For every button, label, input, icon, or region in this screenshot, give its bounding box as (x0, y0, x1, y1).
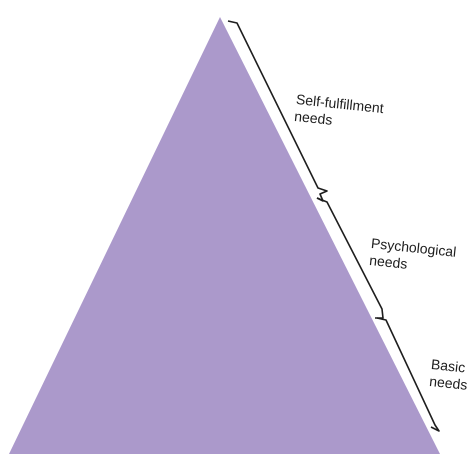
tier-label-basic: Basic needs (428, 356, 470, 394)
bracket-basic (376, 317, 440, 432)
pyramid-shape (9, 17, 440, 454)
